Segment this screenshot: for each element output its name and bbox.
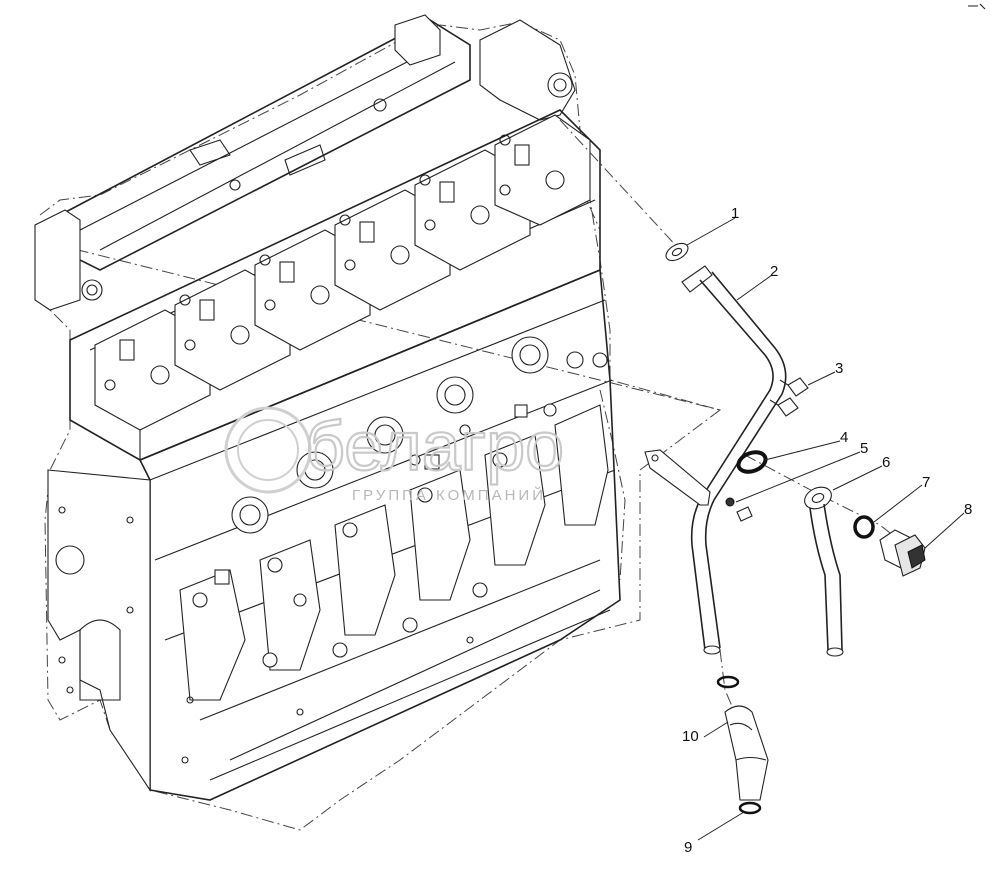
engine-assembly (34, 14, 722, 831)
part-7-seal-ring (853, 515, 875, 539)
part-5-washer-bolt (725, 497, 753, 522)
corner-mark (968, 3, 986, 10)
callout-2: 2 (770, 263, 778, 280)
callout-8: 8 (964, 501, 972, 518)
watermark: белагро ГРУППА КОМПАНИЙ (224, 406, 565, 504)
callout-6: 6 (882, 454, 890, 471)
part-10-hose (724, 705, 769, 801)
callout-labels: 1 2 3 4 5 6 7 8 9 10 (682, 205, 972, 856)
part-4-oring (736, 450, 768, 474)
callout-7: 7 (922, 474, 930, 491)
part-3-bolts (769, 377, 809, 417)
part-1-gasket (665, 242, 689, 262)
crankcase-webs (179, 403, 609, 701)
callout-4: 4 (840, 429, 848, 446)
watermark-brand: белагро (305, 407, 564, 485)
part-2-oil-tube (644, 265, 787, 655)
callout-9: 9 (684, 839, 692, 856)
part-9-clamps (716, 675, 762, 815)
oil-line-parts (559, 119, 926, 815)
callout-3: 3 (835, 360, 843, 377)
block-bores (231, 336, 608, 534)
callout-5: 5 (860, 440, 868, 457)
part-6-banjo-hose (804, 486, 844, 657)
callout-1: 1 (731, 205, 739, 222)
watermark-subtitle: ГРУППА КОМПАНИЙ (352, 486, 546, 504)
cylinder-head-sections (94, 98, 591, 431)
part-8-banjo-bolt (879, 529, 926, 577)
callout-10: 10 (682, 728, 699, 745)
callout-leaders (686, 217, 965, 841)
